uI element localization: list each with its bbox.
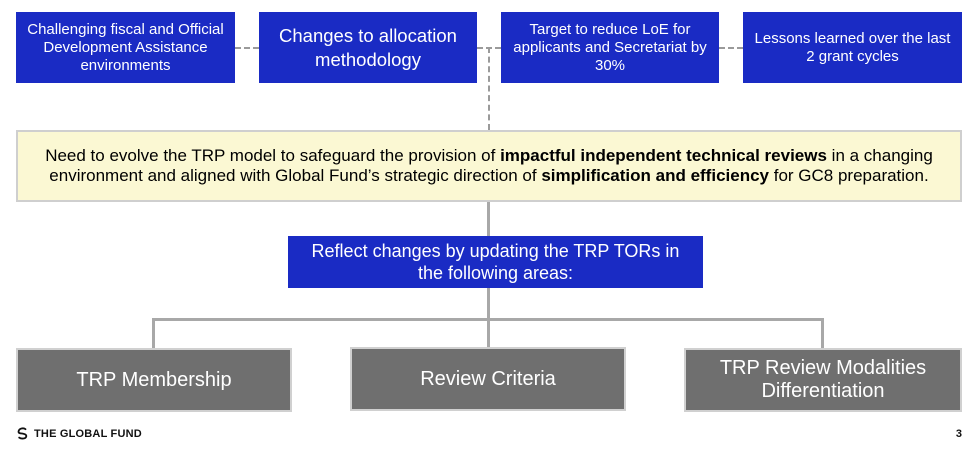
branch-middle-connector (487, 318, 490, 348)
area-trp-membership-label: TRP Membership (76, 368, 232, 391)
global-fund-logo-icon (17, 427, 28, 440)
area-review-criteria-label: Review Criteria (420, 367, 556, 390)
central-highlight-reviews: impactful independent technical reviews (500, 146, 827, 165)
global-fund-logo: THE GLOBAL FUND (16, 427, 142, 440)
driver-allocation-methodology-label: Changes to allocation methodology (279, 24, 457, 70)
driver-connector-3 (719, 47, 743, 49)
central-to-reflect-connector (487, 202, 490, 236)
driver-loe-reduction: Target to reduce LoE for applicants and … (501, 12, 719, 83)
driver-fiscal-oda: Challenging fiscal and Official Developm… (16, 12, 235, 83)
driver-connector-1 (235, 47, 259, 49)
driver-lessons-learned-label: Lessons learned over the last 2 grant cy… (754, 29, 951, 65)
reflect-to-branch-connector (487, 288, 490, 319)
driver-to-central-connector (488, 47, 490, 130)
reflect-changes-box: Reflect changes by updating the TRP TORs… (288, 236, 703, 288)
area-trp-membership: TRP Membership (16, 348, 292, 412)
branch-left-connector (152, 318, 155, 349)
reflect-changes-label: Reflect changes by updating the TRP TORs… (311, 241, 680, 283)
area-review-modalities: TRP Review Modalities Differentiation (684, 348, 962, 412)
global-fund-logo-text: THE GLOBAL FUND (34, 427, 142, 440)
page-number: 3 (955, 428, 962, 440)
central-highlight-simplification: simplification and efficiency (541, 166, 769, 185)
area-review-criteria: Review Criteria (350, 347, 626, 411)
branch-right-connector (821, 318, 824, 349)
area-review-modalities-label: TRP Review Modalities Differentiation (719, 357, 927, 402)
driver-lessons-learned: Lessons learned over the last 2 grant cy… (743, 12, 962, 83)
central-statement: Need to evolve the TRP model to safeguar… (16, 130, 962, 202)
driver-fiscal-oda-label: Challenging fiscal and Official Developm… (27, 20, 224, 74)
central-statement-text: Need to evolve the TRP model to safeguar… (45, 146, 933, 185)
driver-loe-reduction-label: Target to reduce LoE for applicants and … (513, 20, 707, 74)
driver-allocation-methodology: Changes to allocation methodology (259, 12, 477, 83)
